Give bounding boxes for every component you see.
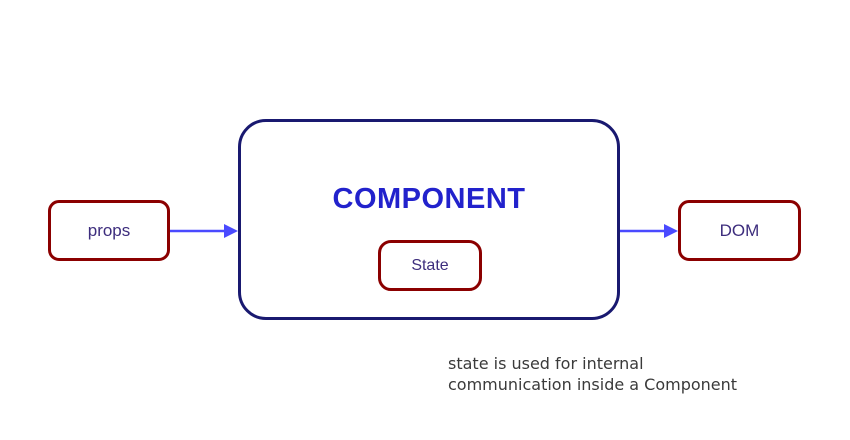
arrow-props-to-component-icon xyxy=(170,224,238,238)
component-box xyxy=(238,119,620,320)
caption: state is used for internal communication… xyxy=(448,353,737,395)
component-label: COMPONENT xyxy=(332,183,526,215)
state-label: State xyxy=(411,256,449,274)
arrow-component-to-dom-icon xyxy=(620,224,678,238)
dom-label: DOM xyxy=(719,220,760,240)
state-box: State xyxy=(378,240,482,291)
props-box: props xyxy=(48,200,170,261)
props-label: props xyxy=(87,220,131,240)
caption-line-2: communication inside a Component xyxy=(448,375,738,394)
dom-box: DOM xyxy=(678,200,801,261)
caption-line-1: state is used for internal xyxy=(448,354,644,373)
